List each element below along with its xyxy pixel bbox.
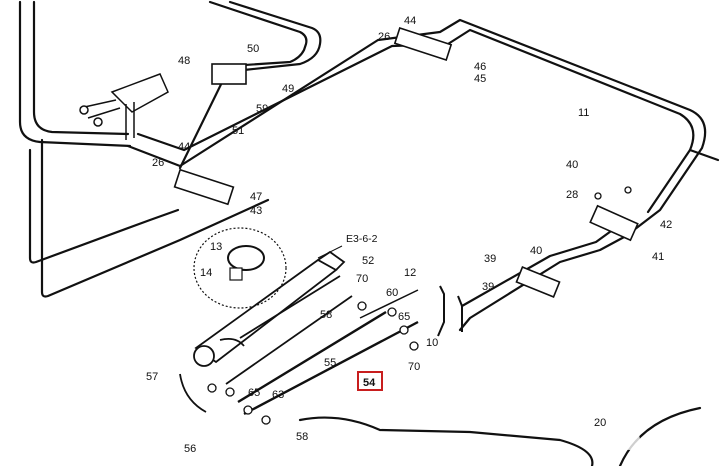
callout-labels: 50 48 49 59 51 26 44 46 45 11 26 44 47 4…: [146, 15, 672, 455]
callout-41: 41: [652, 251, 664, 263]
callout-26b: 26: [152, 157, 164, 169]
callout-40: 40: [566, 159, 578, 171]
callout-51: 51: [232, 125, 244, 137]
callout-highlighted: 54: [363, 377, 376, 389]
callout-56: 56: [184, 443, 196, 455]
callout-70: 70: [356, 273, 368, 285]
clamp-bracket-50: [211, 63, 247, 85]
callout-70b: 70: [408, 361, 420, 373]
callout-50: 50: [247, 43, 259, 55]
callout-47: 47: [250, 191, 262, 203]
callout-52: 52: [362, 255, 374, 267]
callout-58: 58: [320, 309, 332, 321]
reference-label: E3-6-2: [346, 233, 378, 245]
callout-39: 39: [484, 253, 496, 265]
callout-49: 49: [282, 83, 294, 95]
valve-block: [79, 73, 169, 140]
callout-10: 10: [426, 337, 438, 349]
callout-48: 48: [178, 55, 190, 67]
clamp-brackets: [173, 27, 639, 298]
watermark-text: Avito: [644, 428, 698, 453]
rod-lines: [237, 289, 419, 416]
rod-55: [237, 310, 387, 404]
callout-12: 12: [404, 267, 416, 279]
callout-63: 63: [272, 389, 284, 401]
callout-28: 28: [566, 189, 578, 201]
rod-54: [243, 320, 419, 416]
callout-60: 60: [386, 287, 398, 299]
clamp-bracket-39: [515, 266, 561, 298]
callout-45: 45: [474, 73, 486, 85]
clamp-bracket-42: [589, 204, 639, 242]
callout-42: 42: [660, 219, 672, 231]
avito-logo-icon: [620, 430, 640, 450]
hydraulic-lines: [18, 0, 720, 466]
callout-65: 65: [398, 311, 410, 323]
clamp-bracket-44: [393, 27, 453, 61]
callout-59: 59: [256, 103, 268, 115]
callout-14: 14: [200, 267, 212, 279]
callout-39b: 39: [482, 281, 494, 293]
callout-43: 43: [250, 205, 262, 217]
fittings: [207, 186, 632, 425]
callout-65b: 65: [248, 387, 260, 399]
callout-20: 20: [594, 417, 606, 429]
watermark: Avito: [620, 428, 698, 453]
callout-57: 57: [146, 371, 158, 383]
callout-26: 26: [378, 31, 390, 43]
callout-46: 46: [474, 61, 486, 73]
detail-inset: [193, 227, 287, 309]
callout-40b: 40: [530, 245, 542, 257]
highlight-box: [357, 371, 383, 391]
clamp-bracket-47: [173, 168, 235, 206]
callout-58b: 58: [296, 431, 308, 443]
callout-13: 13: [210, 241, 222, 253]
callout-44: 44: [404, 15, 416, 27]
callout-55: 55: [324, 357, 336, 369]
callout-11: 11: [578, 107, 589, 119]
cylinder-assembly: [179, 250, 353, 413]
callout-44b: 44: [178, 141, 190, 153]
